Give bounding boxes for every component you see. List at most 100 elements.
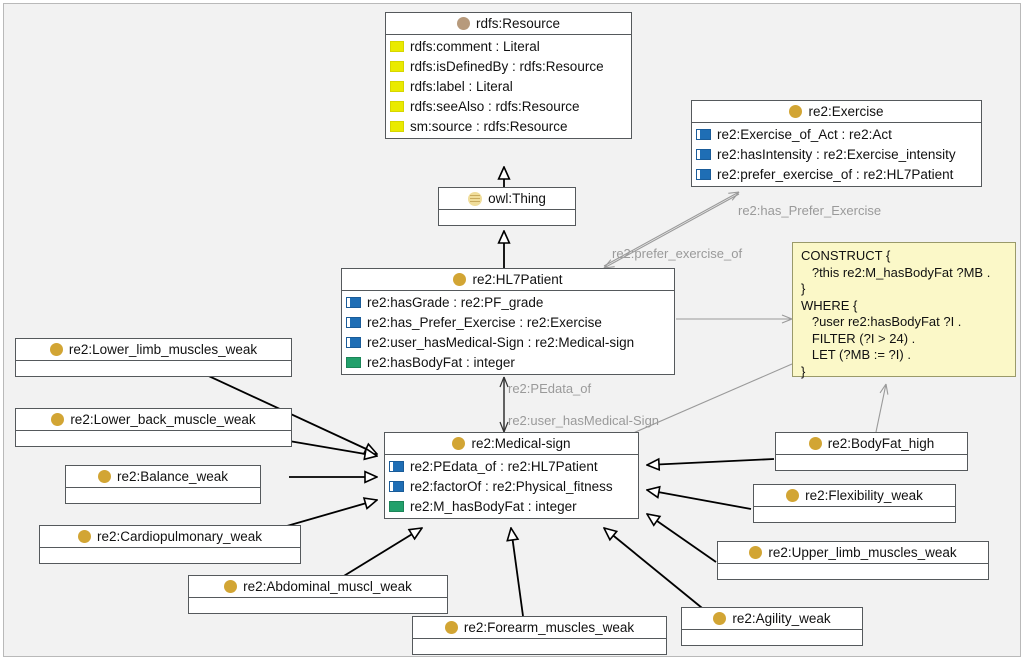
green-square-icon bbox=[346, 356, 361, 368]
class-upper-limb-muscles-weak[interactable]: re2:Upper_limb_muscles_weak bbox=[717, 541, 989, 580]
edge-label-user-has-medical-sign: re2:user_hasMedical-Sign bbox=[508, 413, 660, 428]
class-medical-sign[interactable]: re2:Medical-sign re2:PEdata_of : re2:HL7… bbox=[384, 432, 639, 519]
edge-label-pedata-of: re2:PEdata_of bbox=[508, 381, 592, 396]
yellow-square-icon bbox=[390, 40, 404, 52]
class-rdfs-resource[interactable]: rdfs:Resource rdfs:comment : Literal rdf… bbox=[385, 12, 632, 139]
yellow-square-icon bbox=[390, 60, 404, 72]
sparql-construct-note[interactable]: CONSTRUCT { ?this re2:M_hasBodyFat ?MB .… bbox=[792, 242, 1016, 379]
owl-thing-icon bbox=[468, 191, 483, 206]
property-row[interactable]: rdfs:seeAlso : rdfs:Resource bbox=[386, 96, 631, 116]
class-properties bbox=[66, 488, 260, 503]
class-title: re2:Upper_limb_muscles_weak bbox=[768, 545, 957, 560]
class-agility-weak[interactable]: re2:Agility_weak bbox=[681, 607, 863, 646]
edge-forearm-to-medicalsign bbox=[511, 528, 524, 617]
class-header: re2:Lower_limb_muscles_weak bbox=[16, 339, 291, 361]
class-title: re2:Agility_weak bbox=[732, 611, 831, 626]
class-title: re2:Forearm_muscles_weak bbox=[463, 620, 635, 635]
class-properties: re2:PEdata_of : re2:HL7Patient re2:facto… bbox=[385, 455, 638, 518]
class-icon bbox=[444, 621, 458, 634]
class-properties bbox=[718, 564, 988, 579]
property-row[interactable]: re2:hasIntensity : re2:Exercise_intensit… bbox=[692, 144, 981, 164]
property-row[interactable]: re2:prefer_exercise_of : re2:HL7Patient bbox=[692, 164, 981, 184]
property-row[interactable]: sm:source : rdfs:Resource bbox=[386, 116, 631, 136]
property-label: rdfs:isDefinedBy : rdfs:Resource bbox=[410, 58, 604, 74]
class-title: re2:Lower_limb_muscles_weak bbox=[68, 342, 258, 357]
class-title: re2:HL7Patient bbox=[472, 272, 563, 287]
class-icon bbox=[452, 437, 466, 450]
class-exercise[interactable]: re2:Exercise re2:Exercise_of_Act : re2:A… bbox=[691, 100, 982, 187]
property-label: re2:prefer_exercise_of : re2:HL7Patient bbox=[717, 166, 954, 182]
property-label: rdfs:comment : Literal bbox=[410, 38, 540, 54]
edge-upperlimb-to-medicalsign bbox=[647, 514, 717, 563]
class-properties bbox=[439, 210, 575, 225]
green-square-icon bbox=[389, 500, 404, 512]
class-abdominal-muscl-weak[interactable]: re2:Abdominal_muscl_weak bbox=[188, 575, 448, 614]
class-header: re2:HL7Patient bbox=[342, 269, 674, 291]
blue-square-icon bbox=[696, 128, 711, 140]
class-header: re2:Upper_limb_muscles_weak bbox=[718, 542, 988, 564]
class-properties: re2:Exercise_of_Act : re2:Act re2:hasInt… bbox=[692, 123, 981, 186]
class-title: re2:Flexibility_weak bbox=[805, 488, 923, 503]
class-bodyfat-high[interactable]: re2:BodyFat_high bbox=[775, 432, 968, 471]
class-hl7patient[interactable]: re2:HL7Patient re2:hasGrade : re2:PF_gra… bbox=[341, 268, 675, 375]
property-label: rdfs:label : Literal bbox=[410, 78, 513, 94]
property-row[interactable]: rdfs:isDefinedBy : rdfs:Resource bbox=[386, 56, 631, 76]
property-row[interactable]: re2:PEdata_of : re2:HL7Patient bbox=[385, 456, 638, 476]
property-row[interactable]: re2:Exercise_of_Act : re2:Act bbox=[692, 124, 981, 144]
class-title: re2:BodyFat_high bbox=[827, 436, 935, 451]
blue-square-icon bbox=[696, 168, 711, 180]
class-lower-limb-muscles-weak[interactable]: re2:Lower_limb_muscles_weak bbox=[15, 338, 292, 377]
property-row[interactable]: re2:has_Prefer_Exercise : re2:Exercise bbox=[342, 312, 674, 332]
class-icon bbox=[224, 580, 238, 593]
property-label: re2:hasGrade : re2:PF_grade bbox=[367, 294, 544, 310]
property-label: re2:Exercise_of_Act : re2:Act bbox=[717, 126, 892, 142]
class-balance-weak[interactable]: re2:Balance_weak bbox=[65, 465, 261, 504]
property-row[interactable]: re2:hasGrade : re2:PF_grade bbox=[342, 292, 674, 312]
property-label: re2:has_Prefer_Exercise : re2:Exercise bbox=[367, 314, 602, 330]
class-title: owl:Thing bbox=[488, 191, 546, 206]
class-title: re2:Abdominal_muscl_weak bbox=[243, 579, 412, 594]
class-title: rdfs:Resource bbox=[475, 16, 561, 31]
class-header: owl:Thing bbox=[439, 188, 575, 210]
edge-agility-to-medicalsign bbox=[604, 528, 708, 613]
property-row[interactable]: rdfs:label : Literal bbox=[386, 76, 631, 96]
class-header: rdfs:Resource bbox=[386, 13, 631, 35]
property-row[interactable]: re2:factorOf : re2:Physical_fitness bbox=[385, 476, 638, 496]
class-lower-back-muscle-weak[interactable]: re2:Lower_back_muscle_weak bbox=[15, 408, 292, 447]
class-icon bbox=[49, 343, 63, 356]
property-row[interactable]: rdfs:comment : Literal bbox=[386, 36, 631, 56]
class-forearm-muscles-weak[interactable]: re2:Forearm_muscles_weak bbox=[412, 616, 667, 655]
class-properties bbox=[189, 598, 447, 613]
class-title: re2:Medical-sign bbox=[471, 436, 571, 451]
class-icon bbox=[808, 437, 822, 450]
class-properties bbox=[754, 507, 955, 522]
property-label: re2:user_hasMedical-Sign : re2:Medical-s… bbox=[367, 334, 635, 350]
edge-bodyfathigh-to-note bbox=[875, 383, 889, 433]
class-properties bbox=[16, 361, 291, 376]
class-header: re2:BodyFat_high bbox=[776, 433, 967, 455]
property-label: sm:source : rdfs:Resource bbox=[410, 118, 568, 134]
class-icon bbox=[97, 470, 111, 483]
class-properties: rdfs:comment : Literal rdfs:isDefinedBy … bbox=[386, 35, 631, 138]
class-properties bbox=[776, 455, 967, 470]
class-header: re2:Agility_weak bbox=[682, 608, 862, 630]
property-label: re2:M_hasBodyFat : integer bbox=[410, 498, 577, 514]
property-label: rdfs:seeAlso : rdfs:Resource bbox=[410, 98, 580, 114]
property-row[interactable]: re2:M_hasBodyFat : integer bbox=[385, 496, 638, 516]
class-owl-thing[interactable]: owl:Thing bbox=[438, 187, 576, 226]
blue-square-icon bbox=[346, 296, 361, 308]
class-flexibility-weak[interactable]: re2:Flexibility_weak bbox=[753, 484, 956, 523]
class-header: re2:Lower_back_muscle_weak bbox=[16, 409, 291, 431]
class-icon bbox=[453, 273, 467, 286]
class-icon bbox=[789, 105, 803, 118]
class-header: re2:Abdominal_muscl_weak bbox=[189, 576, 447, 598]
class-properties bbox=[682, 630, 862, 645]
edge-bodyfathigh-to-medicalsign bbox=[647, 459, 775, 465]
class-icon bbox=[51, 413, 65, 426]
class-cardiopulmonary-weak[interactable]: re2:Cardiopulmonary_weak bbox=[39, 525, 301, 564]
property-row[interactable]: re2:hasBodyFat : integer bbox=[342, 352, 674, 372]
yellow-square-icon bbox=[390, 100, 404, 112]
property-row[interactable]: re2:user_hasMedical-Sign : re2:Medical-s… bbox=[342, 332, 674, 352]
class-title: re2:Cardiopulmonary_weak bbox=[96, 529, 263, 544]
edge-label-prefer-exercise-of: re2:prefer_exercise_of bbox=[612, 246, 743, 261]
